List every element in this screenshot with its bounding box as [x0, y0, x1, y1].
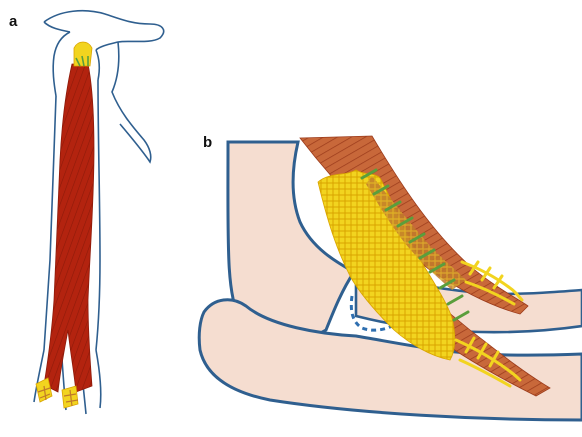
shoulder-outline	[44, 11, 164, 50]
scapula-outline	[112, 42, 151, 162]
panel-b-figure	[199, 136, 582, 420]
panel-label-a: a	[9, 14, 17, 29]
panel-label-b: b	[203, 135, 212, 150]
panel-a-figure	[34, 11, 164, 414]
distal-graft-right	[62, 386, 78, 408]
